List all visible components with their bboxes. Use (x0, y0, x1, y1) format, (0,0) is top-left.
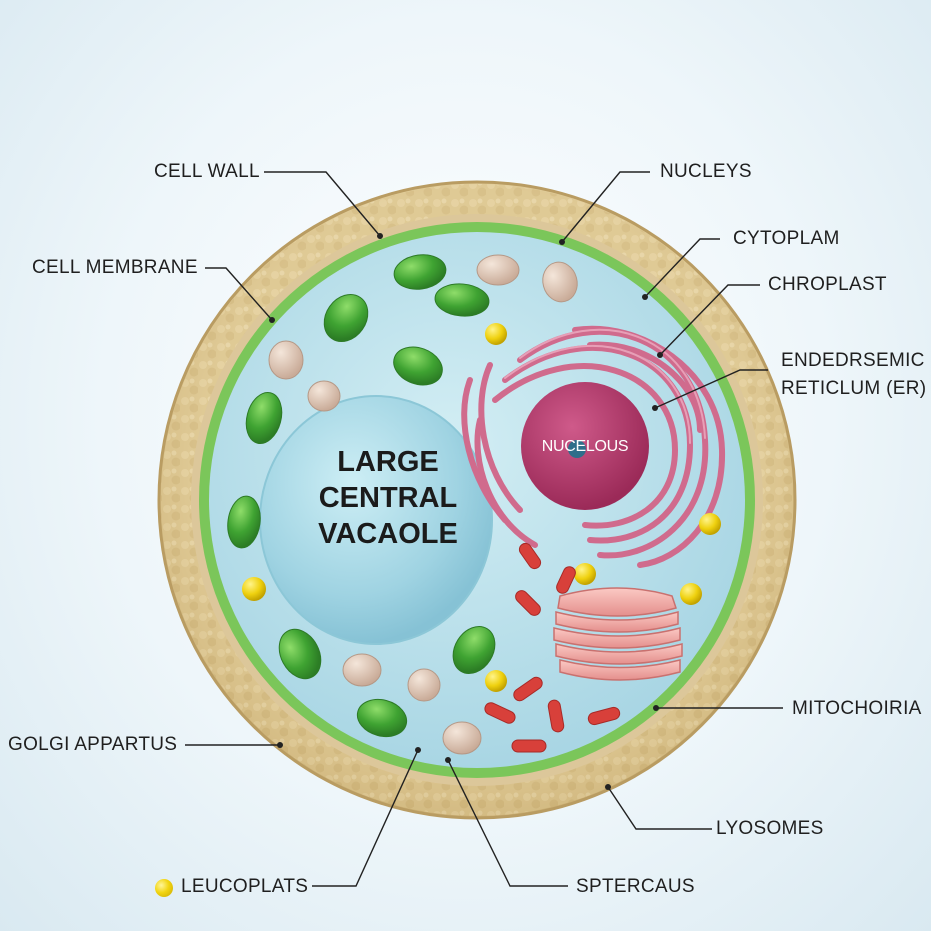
callout-nucleus: NUCLEYS (660, 161, 752, 182)
leader-dots (269, 233, 663, 790)
callout-er-line1: ENDEDRSEMIC (781, 350, 925, 371)
golgi-apparatus (553, 587, 683, 681)
nucleolus (568, 440, 586, 458)
leucoplasts (242, 323, 721, 692)
callout-er-line2: RETICLUM (ER) (781, 378, 927, 399)
leader-lines (185, 171, 783, 887)
callout-lysosomes: LYOSOMES (716, 818, 824, 839)
callout-chloroplast: CHROPLAST (768, 274, 887, 295)
callout-cell-membrane: CELL MEMBRANE (32, 257, 198, 278)
leucoplast-legend-icon (155, 879, 173, 897)
callout-mitochondria: MITOCHOIRIA (792, 698, 922, 719)
chloroplasts (227, 254, 496, 738)
callout-leucoplasts: LEUCOPLATS (181, 876, 309, 897)
nucleolus-label: NUCELOUS (541, 438, 629, 455)
callout-cell-wall: CELL WALL (154, 161, 260, 182)
spherosomes (268, 254, 578, 755)
callout-spherosomes: SPTERCAUS (576, 876, 695, 897)
nucleus (521, 382, 649, 510)
callout-cytoplasm: CYTOPLAM (733, 228, 840, 249)
callout-golgi: GOLGI APPARTUS (8, 734, 178, 755)
mitochondria (484, 542, 621, 753)
vacuole-label: LARGE CENTRAL VACAOLE (318, 446, 458, 550)
